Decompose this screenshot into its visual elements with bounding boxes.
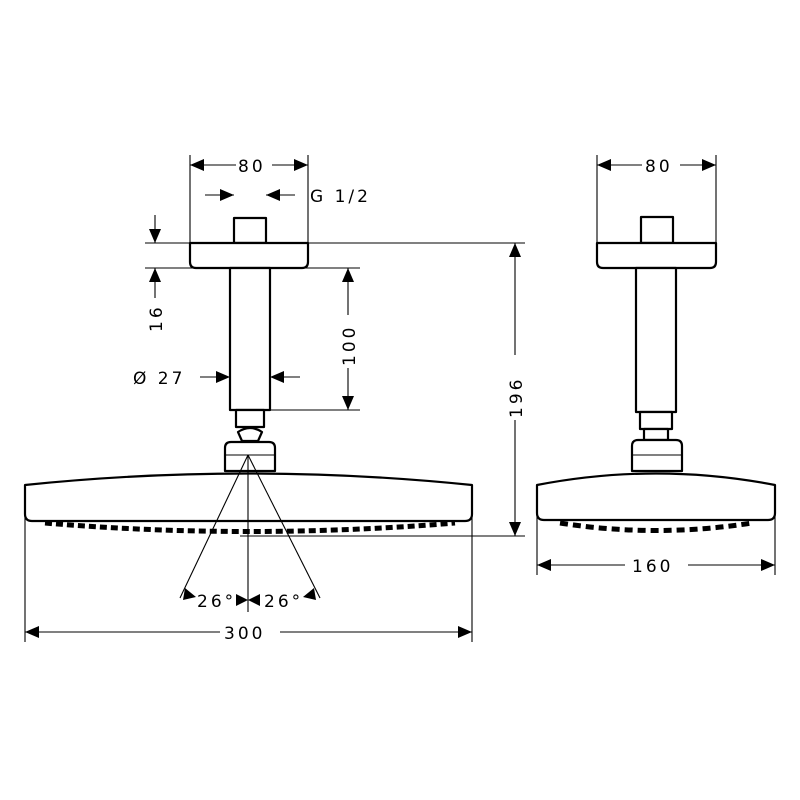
dim-canopy-width: 80: [238, 157, 266, 177]
dim-head-depth: 160: [632, 557, 673, 577]
shower-head: [535, 472, 777, 522]
dim-pipe-diameter: Ø 27: [133, 369, 185, 389]
side-view: 80 160: [535, 155, 777, 577]
dim-canopy-width-side: 80: [645, 157, 673, 177]
ceiling-pipe: [634, 266, 678, 414]
arrow-icon: [303, 588, 316, 600]
nozzle-row: [559, 520, 753, 533]
inlet-nipple: [639, 215, 675, 245]
ceiling-canopy: [188, 241, 310, 270]
arrow-icon: [248, 594, 260, 606]
ceiling-canopy: [595, 241, 718, 270]
ceiling-pipe: [228, 266, 272, 412]
dim-pipe-length: 100: [340, 325, 360, 366]
angle-right-label: 26°: [264, 592, 303, 612]
hinge-block: [223, 440, 277, 473]
angle-left-label: 26°: [197, 592, 236, 612]
dim-head-width: 300: [224, 624, 265, 644]
dim-canopy-height: 16: [147, 304, 167, 332]
front-view: 26° 26° 80 G 1/2 16 100 Ø 27: [23, 155, 527, 644]
arrow-icon: [236, 594, 248, 606]
inlet-nipple: [232, 216, 268, 245]
ball-joint: [642, 427, 670, 442]
dim-total-height: 196: [507, 377, 527, 418]
pipe-collar: [234, 408, 266, 429]
pipe-collar: [638, 410, 674, 431]
arrow-icon: [183, 588, 196, 600]
dim-thread: G 1/2: [310, 187, 371, 207]
ball-joint: [236, 426, 264, 443]
nozzle-row: [44, 520, 456, 534]
